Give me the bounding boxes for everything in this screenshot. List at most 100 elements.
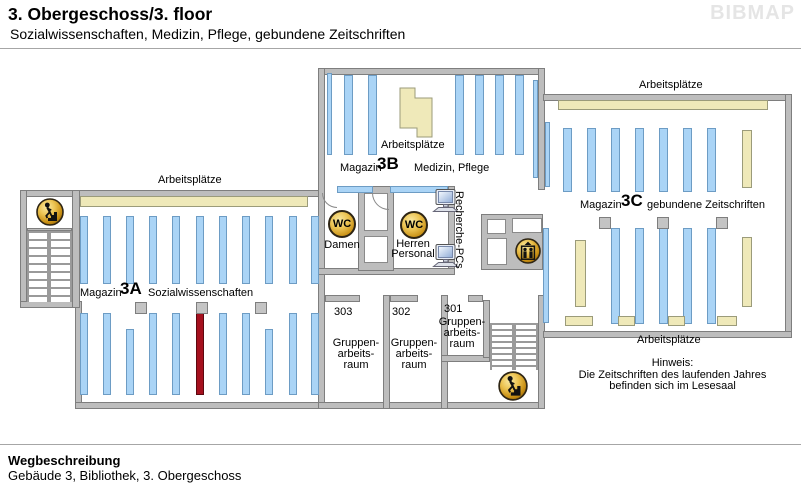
footer-divider xyxy=(0,444,801,445)
bookshelf xyxy=(337,186,373,193)
wall xyxy=(390,295,418,302)
room-name-301: Gruppen- arbeits- raum xyxy=(436,317,488,350)
wall xyxy=(383,295,390,409)
bookshelf xyxy=(103,216,111,284)
wall xyxy=(441,355,490,362)
wall xyxy=(318,68,545,75)
label-subject-3a: Sozialwissenschaften xyxy=(148,287,254,299)
bookshelf xyxy=(327,73,332,155)
bookshelf xyxy=(659,228,668,324)
bookshelf xyxy=(611,128,620,192)
label-subject-3b: Medizin, Pflege xyxy=(414,162,490,174)
bookshelf xyxy=(475,75,484,155)
wc-herren-icon: WC xyxy=(400,211,428,239)
wall xyxy=(483,300,490,358)
room-number-303: 303 xyxy=(334,306,353,318)
elevator-shaft-cell xyxy=(487,238,507,265)
desk-cream xyxy=(565,316,593,326)
label-wc-herren-line1: Herren xyxy=(396,238,430,250)
bookshelf xyxy=(344,75,353,155)
room-302-line3: raum xyxy=(401,359,427,371)
wall xyxy=(27,228,72,231)
bookshelf xyxy=(311,216,319,284)
desk-cream xyxy=(558,100,768,110)
desk-cream xyxy=(742,130,752,188)
bookshelf xyxy=(311,313,319,395)
hinweis-heading: Hinweis: xyxy=(651,357,694,369)
wall xyxy=(20,190,27,308)
bookshelf xyxy=(219,216,227,284)
bookshelf xyxy=(219,313,227,395)
desk-area-3b xyxy=(399,87,433,138)
bookshelf xyxy=(587,128,596,192)
bookshelf xyxy=(289,216,297,284)
wall xyxy=(538,68,545,190)
header-divider xyxy=(0,48,801,49)
bookshelf xyxy=(707,128,716,192)
label-wc-herren: Herren Personal xyxy=(388,238,438,260)
wc-damen-icon: WC xyxy=(328,210,356,238)
label-magazin-3b: Magazin xyxy=(340,162,382,174)
wall xyxy=(441,295,448,409)
section-code-3c: 3C xyxy=(621,191,643,210)
room-301-line3: raum xyxy=(449,338,475,350)
bookshelf xyxy=(611,228,620,324)
elevator-icon xyxy=(514,237,542,265)
bookshelf xyxy=(515,75,524,155)
pillar xyxy=(599,217,611,229)
bookshelf xyxy=(172,216,180,284)
bookshelf xyxy=(683,128,692,192)
bookshelf xyxy=(242,216,250,284)
label-magazin-3a: Magazin xyxy=(80,287,122,299)
room-number-302: 302 xyxy=(392,306,411,318)
hinweis-line2: befinden sich im Lesesaal xyxy=(609,380,736,392)
room-302-line1: Gruppen- xyxy=(390,337,438,349)
section-code-3b: 3B xyxy=(377,154,399,173)
label-arbeitsplaetze-3c-top: Arbeitsplätze xyxy=(639,79,703,91)
label-subject-3c: gebundene Zeitschriften xyxy=(647,199,766,211)
room-303-line1: Gruppen- xyxy=(332,337,380,349)
label-magazin-3c: Magazin xyxy=(580,199,622,211)
bookshelf xyxy=(242,313,250,395)
wall xyxy=(785,94,792,338)
bookshelf xyxy=(196,216,204,284)
pillar xyxy=(255,302,267,314)
bookshelf xyxy=(543,228,549,323)
bookshelf xyxy=(495,75,504,155)
wall xyxy=(543,331,792,338)
pillar xyxy=(716,217,728,229)
bookshelf xyxy=(149,216,157,284)
bookshelf xyxy=(289,313,297,395)
room-301-line2: arbeits- xyxy=(443,327,481,339)
bookshelf xyxy=(707,228,716,324)
bookshelf xyxy=(368,75,377,155)
room-303-line3: raum xyxy=(343,359,369,371)
elevator-shaft-cell xyxy=(364,236,388,263)
stair-treads xyxy=(490,323,514,370)
stair-treads xyxy=(514,323,538,370)
elevator-shaft-cell xyxy=(512,218,542,233)
desk-cream xyxy=(742,237,752,307)
stairs-icon xyxy=(497,370,529,402)
wall xyxy=(538,295,545,409)
bookshelf xyxy=(126,216,134,284)
bookshelf xyxy=(149,313,157,395)
room-302-line2: arbeits- xyxy=(395,348,433,360)
label-arbeitsplaetze-3b: Arbeitsplätze xyxy=(381,139,445,151)
desk-cream xyxy=(618,316,635,326)
computer-icon xyxy=(432,244,459,269)
bookshelf xyxy=(533,80,538,178)
bookshelf xyxy=(265,216,273,284)
stair-treads xyxy=(27,231,49,302)
room-303-line2: arbeits- xyxy=(337,348,375,360)
label-recherche-pcs: Recherche-PCs xyxy=(453,191,465,269)
room-name-302: Gruppen- arbeits- raum xyxy=(388,338,440,371)
section-code-3a: 3A xyxy=(120,279,142,298)
footer-description: Gebäude 3, Bibliothek, 3. Obergeschoss xyxy=(8,468,242,483)
footer-heading: Wegbeschreibung xyxy=(8,453,121,468)
desk-cream xyxy=(80,196,308,207)
room-number-301: 301 xyxy=(444,303,463,315)
pillar xyxy=(196,302,208,314)
